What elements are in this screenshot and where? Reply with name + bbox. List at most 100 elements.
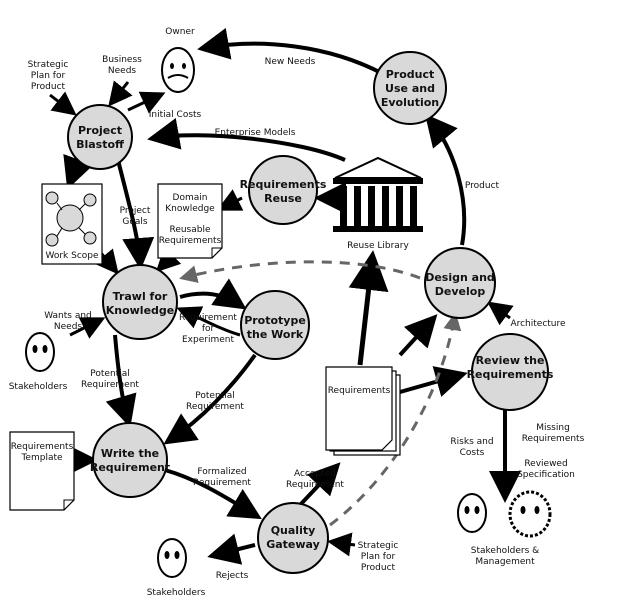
svg-text:Knowledge: Knowledge — [106, 304, 175, 317]
label-goals-2: Goals — [122, 217, 147, 227]
svg-text:for: for — [202, 324, 215, 334]
node-project-blastoff-line-1: Project — [78, 124, 122, 137]
label-formalized-2: Requirement — [193, 478, 251, 488]
label-accepted-2: Requirement — [286, 480, 344, 490]
node-quality-line-2: Gateway — [266, 538, 320, 551]
label-business-needs: Business Needs — [102, 55, 142, 76]
arrow-initial-costs — [127, 91, 166, 114]
svg-text:Needs: Needs — [108, 66, 137, 76]
label-architecture: Architecture — [510, 319, 566, 329]
doc-domain-line-3: Reusable — [169, 225, 211, 235]
dashed-design-to-trawl — [179, 260, 421, 283]
svg-text:Experiment: Experiment — [182, 335, 234, 345]
doc-domain-line-4: Requirements — [159, 236, 222, 246]
label-potential-mid-1: Potential — [195, 391, 234, 401]
doc-requirements: Requirements — [325, 366, 401, 456]
label-risks-2: Costs — [460, 448, 485, 458]
arrow-strategic-to-quality — [327, 532, 356, 557]
svg-text:Blastoff: Blastoff — [76, 138, 124, 151]
svg-text:Review the: Review the — [476, 354, 545, 367]
reuse-library-label: Reuse Library — [347, 241, 409, 251]
label-rejects: Rejects — [216, 571, 249, 581]
svg-text:Plan for: Plan for — [361, 552, 396, 562]
label-accepted-1: Accepted — [294, 469, 336, 479]
svg-text:Missing: Missing — [536, 423, 570, 433]
node-product-use-line-1: Product — [386, 68, 435, 81]
dashed-quality-to-design — [329, 312, 462, 527]
arrow-requirements-to-library — [348, 250, 389, 366]
label-formalized: Formalized Requirement — [193, 467, 251, 488]
svg-text:Project: Project — [120, 206, 151, 216]
label-project-goals: Project Goals — [120, 206, 151, 227]
node-prototype-line-2: the Work — [247, 328, 304, 341]
svg-text:Risks and: Risks and — [450, 437, 493, 447]
svg-text:Write the: Write the — [101, 447, 159, 460]
stakeholders-left-label: Stakeholders — [9, 382, 68, 392]
doc-template: Requirements Template — [9, 431, 75, 511]
node-review-line-1: Review the — [476, 354, 545, 367]
label-initial-costs: Initial Costs — [149, 110, 202, 120]
label-risks-costs: Risks and Costs — [450, 437, 493, 458]
label-strategic-top-1: Strategic — [28, 60, 69, 70]
label-potential-mid: Potential Requirement — [186, 391, 244, 412]
svg-text:Prototype: Prototype — [244, 314, 306, 327]
svg-text:Gateway: Gateway — [266, 538, 320, 551]
svg-text:Potential: Potential — [90, 369, 129, 379]
node-requirements-reuse-line-1: Requirements — [240, 178, 327, 191]
svg-text:Domain: Domain — [173, 193, 208, 203]
node-trawl-line-2: Knowledge — [106, 304, 175, 317]
node-prototype-line-1: Prototype — [244, 314, 306, 327]
doc-work-scope: Work Scope — [41, 183, 103, 265]
node-quality: Quality Gateway — [257, 502, 329, 574]
svg-text:Business: Business — [102, 55, 142, 65]
label-strategic-plan-top: Strategic Plan for Product — [28, 60, 69, 92]
svg-text:Needs: Needs — [54, 322, 83, 332]
svg-text:Accepted: Accepted — [294, 469, 336, 479]
arrow-strategic-to-blastoff — [49, 91, 77, 116]
svg-text:Reviewed: Reviewed — [524, 459, 567, 469]
svg-text:Requirement: Requirement — [81, 380, 139, 390]
arrow-requirements-to-review — [399, 366, 468, 397]
node-design: Design and Develop — [424, 247, 496, 319]
label-strategic-plan-bottom: Strategic Plan for Product — [358, 541, 399, 573]
svg-text:Plan for: Plan for — [31, 71, 66, 81]
svg-text:Potential: Potential — [195, 391, 234, 401]
svg-text:Requirements: Requirements — [240, 178, 327, 191]
label-enterprise-models: Enterprise Models — [215, 128, 296, 138]
arrow-reuse-to-domain — [216, 189, 244, 211]
node-trawl-line-1: Trawl for — [113, 290, 168, 303]
label-missing-req: Missing Requirements — [522, 423, 585, 444]
svg-text:Requirements: Requirements — [522, 434, 585, 444]
svg-text:Requirement: Requirement — [186, 402, 244, 412]
svg-text:Template: Template — [20, 453, 63, 463]
label-goals-1: Project — [120, 206, 151, 216]
label-reviewed-2: Specification — [517, 470, 575, 480]
svg-text:Strategic: Strategic — [28, 60, 69, 70]
node-product-use-line-2: Use and — [385, 82, 435, 95]
label-business-1: Business — [102, 55, 142, 65]
svg-text:Reusable: Reusable — [169, 225, 211, 235]
svg-text:Reuse: Reuse — [264, 192, 302, 205]
svg-text:Knowledge: Knowledge — [165, 204, 215, 214]
label-missing-2: Requirements — [522, 434, 585, 444]
doc-domain-line-1: Domain — [173, 193, 208, 203]
stakeholders-mgmt-line-1: Stakeholders & — [471, 546, 539, 556]
arrow-quality-to-requirements — [298, 462, 341, 507]
svg-text:Requirement: Requirement — [90, 461, 170, 474]
node-trawl: Trawl for Knowledge — [102, 264, 178, 340]
label-strategic-top-2: Plan for — [31, 71, 66, 81]
label-experiment-3: Experiment — [182, 335, 234, 345]
svg-text:Strategic: Strategic — [358, 541, 399, 551]
doc-template-line-2: Template — [20, 453, 63, 463]
svg-text:Product: Product — [386, 68, 435, 81]
label-experiment-2: for — [202, 324, 215, 334]
doc-requirements-label: Requirements — [328, 386, 391, 396]
owner-figure: Owner — [161, 27, 195, 93]
node-prototype: Prototype the Work — [240, 290, 310, 360]
doc-domain-knowledge: Domain Knowledge Reusable Requirements — [157, 183, 223, 259]
node-design-line-1: Design and — [425, 271, 495, 284]
label-reviewed-1: Reviewed — [524, 459, 567, 469]
label-business-2: Needs — [108, 66, 137, 76]
label-potential-left: Potential Requirement — [81, 369, 139, 390]
